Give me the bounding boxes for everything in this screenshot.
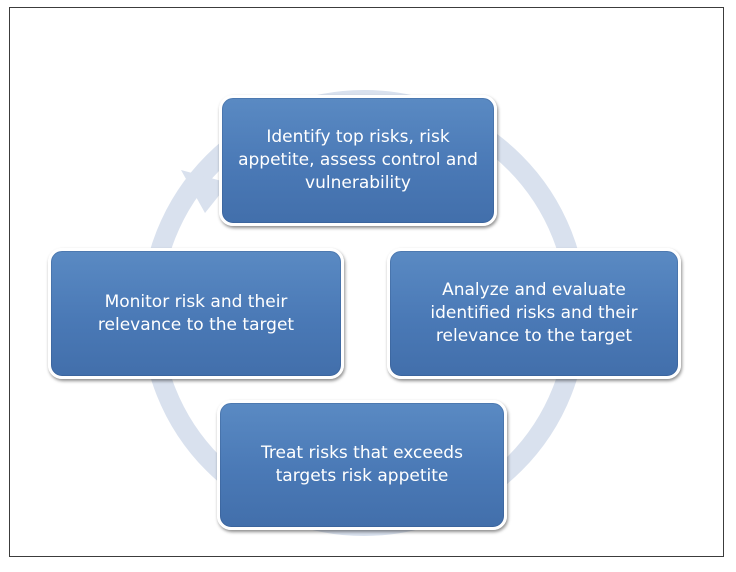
node-identify-risks: Identify top risks, risk appetite, asses… [219, 95, 497, 226]
cycle-arrowhead-icon [181, 170, 229, 213]
node-analyze-label: Analyze and evaluate identified risks an… [430, 280, 638, 346]
node-analyze-risks: Analyze and evaluate identified risks an… [387, 248, 681, 379]
node-treat-label: Treat risks that exceeds targets risk ap… [261, 443, 463, 486]
node-identify-label: Identify top risks, risk appetite, asses… [238, 127, 478, 193]
node-monitor-label: Monitor risk and their relevance to the … [97, 291, 295, 335]
node-monitor-risks: Monitor risk and their relevance to the … [48, 248, 344, 379]
node-treat-risks: Treat risks that exceeds targets risk ap… [217, 400, 507, 530]
